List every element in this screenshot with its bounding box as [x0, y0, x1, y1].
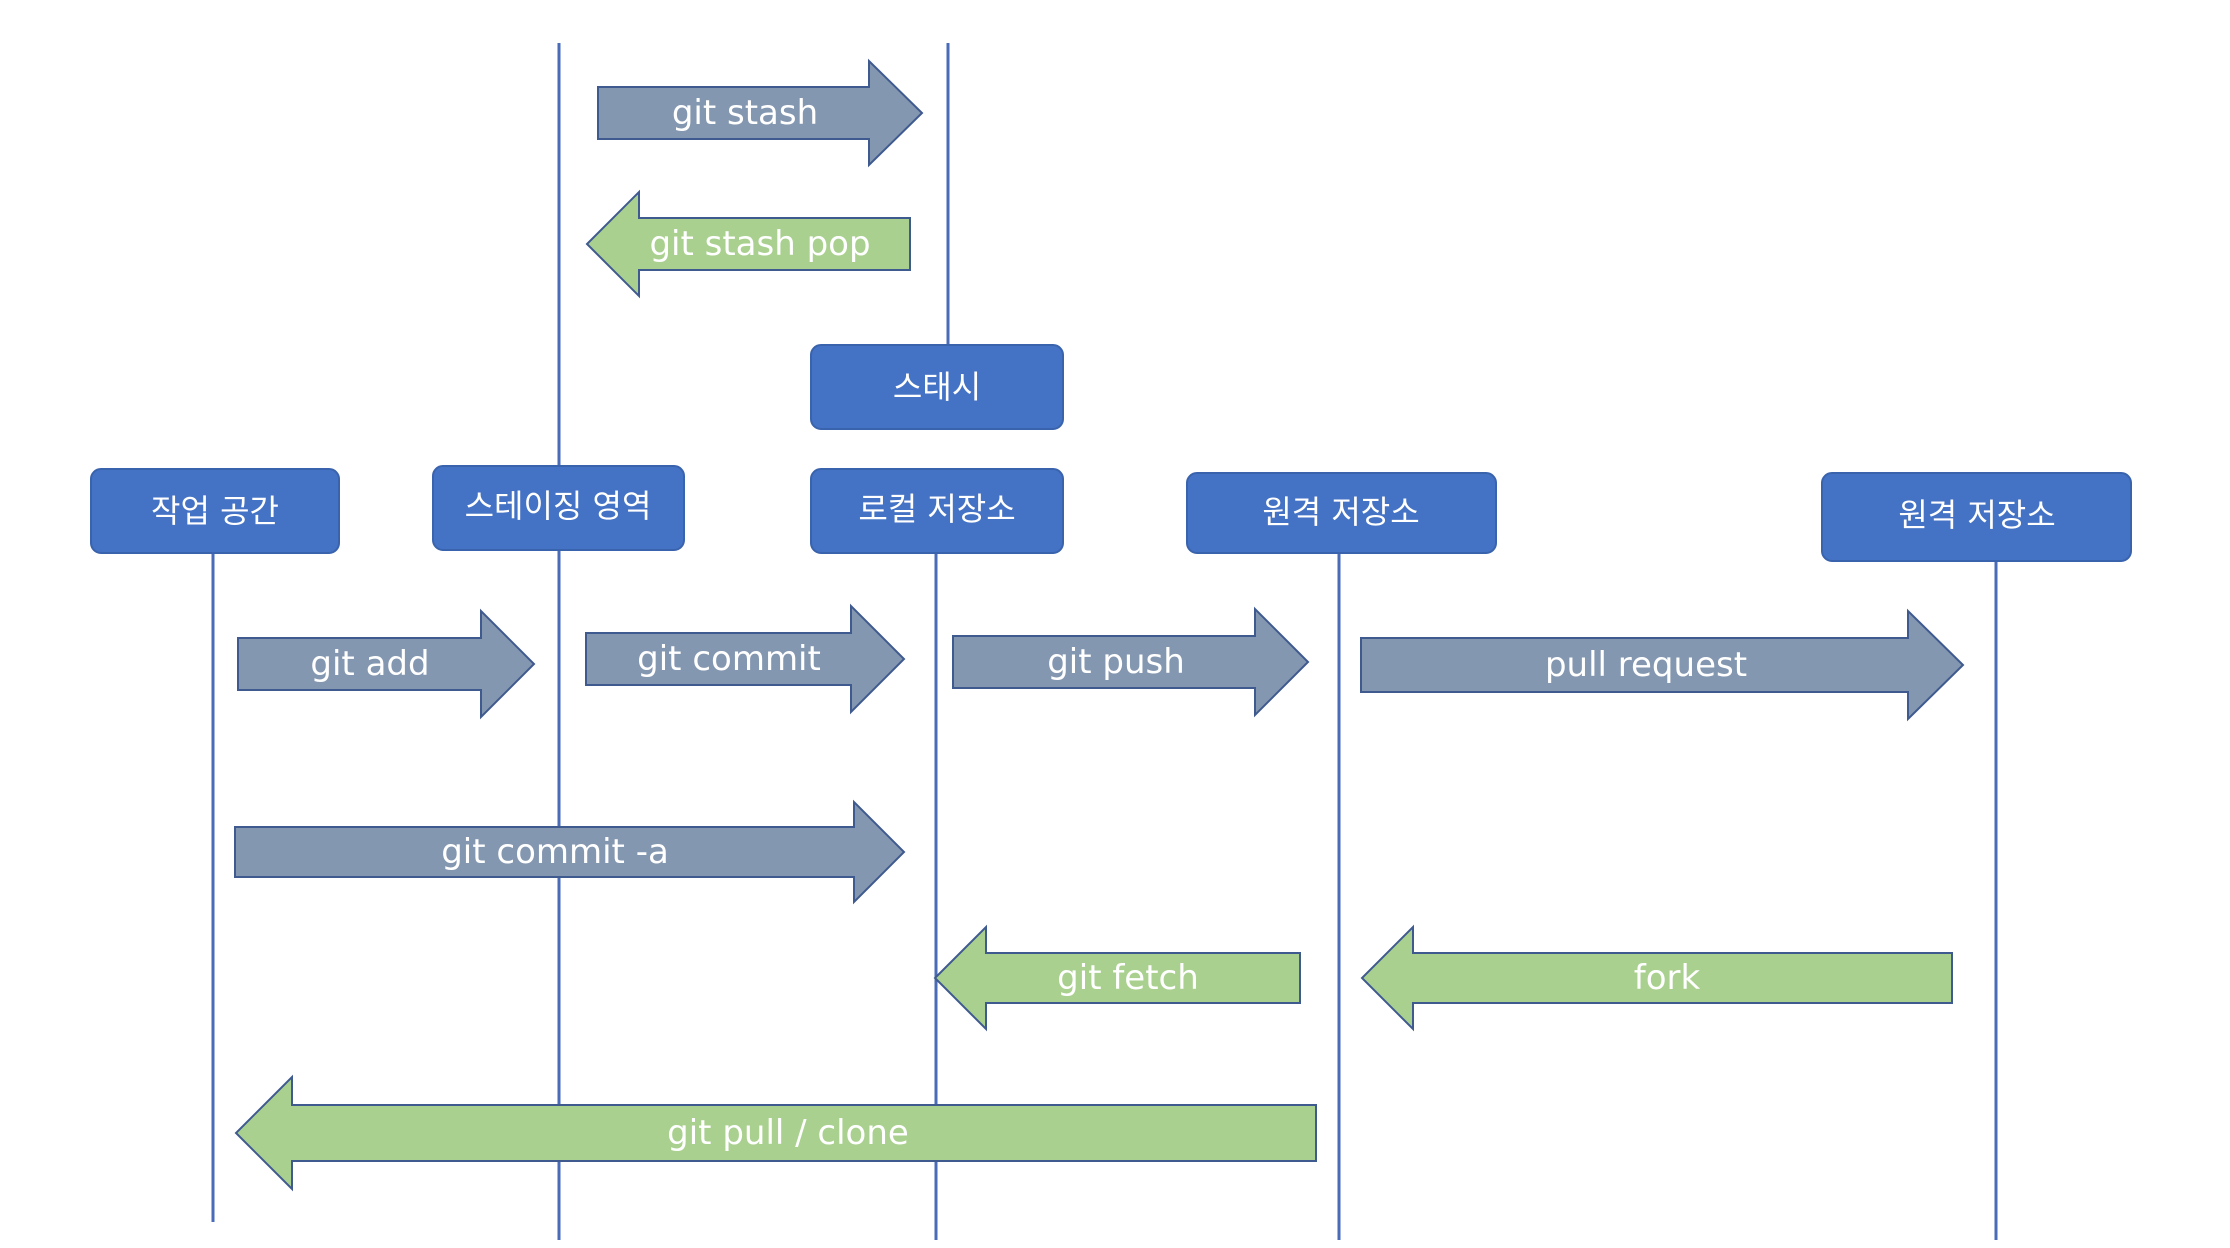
arrow-label-git-push: git push: [1047, 642, 1185, 682]
node-local-repo: 로컬 저장소: [810, 468, 1064, 554]
arrow-fork: fork: [1360, 924, 1953, 1032]
arrow-label-git-commit-a: git commit -a: [441, 832, 669, 872]
arrow-git-add: git add: [237, 608, 536, 720]
arrow-git-commit: git commit: [585, 603, 906, 715]
arrow-git-stash-pop: git stash pop: [585, 189, 911, 299]
arrow-git-stash: git stash: [597, 58, 924, 168]
arrow-git-pull-clone: git pull / clone: [234, 1074, 1317, 1192]
arrow-label-git-stash-pop: git stash pop: [649, 224, 870, 264]
node-label-remote-repo: 원격 저장소: [1262, 493, 1419, 531]
arrow-label-git-add: git add: [310, 644, 429, 684]
arrow-label-git-commit: git commit: [637, 639, 821, 679]
arrow-label-pull-request: pull request: [1545, 645, 1747, 685]
node-stash: 스태시: [810, 344, 1064, 430]
node-label-working-area: 작업 공간: [151, 492, 279, 530]
arrow-git-fetch: git fetch: [933, 924, 1301, 1032]
arrow-label-git-pull-clone: git pull / clone: [667, 1113, 909, 1153]
node-staging-area: 스테이징 영역: [432, 465, 685, 551]
arrow-git-push: git push: [952, 606, 1310, 718]
node-label-staging-area: 스테이징 영역: [465, 487, 652, 525]
node-remote-repo-2: 원격 저장소: [1821, 472, 2132, 562]
node-label-stash: 스태시: [893, 368, 981, 406]
arrow-label-git-fetch: git fetch: [1057, 958, 1199, 998]
node-label-remote-repo-2: 원격 저장소: [1898, 496, 2055, 534]
node-working-area: 작업 공간: [90, 468, 340, 554]
arrow-pull-request: pull request: [1360, 608, 1965, 722]
arrow-label-fork: fork: [1634, 958, 1701, 998]
arrow-git-commit-a: git commit -a: [234, 799, 906, 905]
node-remote-repo: 원격 저장소: [1186, 472, 1497, 554]
arrow-label-git-stash: git stash: [672, 93, 818, 133]
node-label-local-repo: 로컬 저장소: [858, 490, 1015, 528]
